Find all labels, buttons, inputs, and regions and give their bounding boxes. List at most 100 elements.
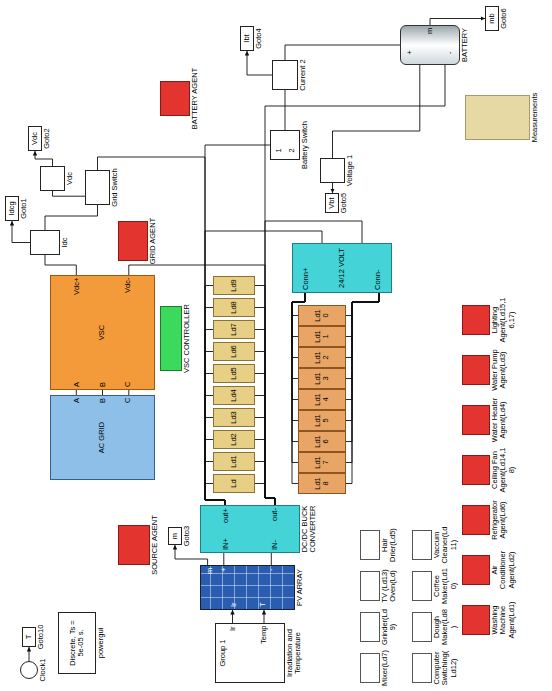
load-block: Ld14 <box>298 389 346 410</box>
label-group: Coffee Maker(Ld10) <box>433 567 458 605</box>
agent-subsystem: Ceiling Fan Agent(Ld14,18) <box>462 455 490 485</box>
label-group: Goto1 <box>20 198 28 218</box>
label-group: Idc <box>61 237 69 247</box>
simulink-block: VbtGoto5 <box>325 193 339 213</box>
appliance-box: Hair Drier(Ld5) <box>360 530 380 560</box>
wire <box>346 293 379 379</box>
load-block: Ld7 <box>213 320 255 339</box>
load-block: Ld12 <box>298 347 346 368</box>
block-title: T <box>25 635 33 640</box>
wire <box>333 65 420 158</box>
wire <box>346 293 379 442</box>
wire <box>285 90 286 130</box>
agent-subsystem: SOURCE AGENT <box>118 525 150 565</box>
block-title: Idcg <box>8 201 16 215</box>
block-title: Ld5 <box>230 367 238 380</box>
block-label: Idc <box>61 237 69 247</box>
load-block: Ld18 <box>298 473 346 494</box>
battery-block: BATTERYm+- <box>400 25 460 65</box>
block-title: Ld <box>230 479 238 487</box>
wire <box>346 293 379 400</box>
block-label: Water Pump Agent(Ld3) <box>491 346 508 394</box>
block-label: VSC CONTROLLER <box>183 304 191 373</box>
wire <box>346 293 379 358</box>
block-title: 24/12 VOLT <box>338 248 346 288</box>
block-label: Washing Machine Agent(Ld1) <box>491 596 516 644</box>
agent-subsystem: Air Conditioner Agent(Ld2) <box>462 555 490 585</box>
block-label: Irradiation and Temperature <box>286 622 303 684</box>
block-title: Vdc <box>31 132 39 145</box>
wire <box>205 145 270 505</box>
block-label: BATTERY AGENT <box>191 68 199 129</box>
block-title: Vbt <box>328 197 336 208</box>
pv-array-block: PV ARRAYIrTm+- <box>200 565 295 610</box>
block-label: Dough Maker(Ld8) <box>433 608 458 646</box>
label-group: Goto10 <box>37 625 45 650</box>
agent-subsystem: Lighting Agent(Ld15,16,17) <box>462 305 490 335</box>
block-label: Water Heater Agent(Ld4) <box>491 396 508 444</box>
port-label: B <box>99 382 107 387</box>
block-label: Hair Drier(Ld5) <box>381 526 398 564</box>
wire <box>346 293 379 337</box>
block-label: Vaccum Cleaner(Ld11) <box>433 526 458 564</box>
grid-source-block: AC GRIDABC <box>50 395 155 480</box>
label-group: powergui <box>97 628 105 658</box>
label-group: GRID AGENT <box>149 218 157 264</box>
wire <box>53 191 86 196</box>
port-label: Vdc+ <box>73 278 81 295</box>
wire <box>346 293 379 484</box>
port-label: Conn+ <box>302 268 310 290</box>
load-block: Ld17 <box>298 452 346 473</box>
wire <box>205 440 225 506</box>
port-label: Vdc- <box>124 278 132 293</box>
label-group: Ceiling Fan Agent(Ld14,18) <box>491 446 516 494</box>
port-label: - <box>267 569 275 572</box>
port-label: m <box>426 28 434 34</box>
port-label: C <box>124 398 132 403</box>
load-block: Ld4 <box>213 386 255 405</box>
clock-block: Clock1 <box>20 661 38 679</box>
port-label: A <box>73 382 81 387</box>
label-group: Goto6 <box>500 8 508 28</box>
block-label: PV ARRAY <box>296 569 304 606</box>
signal-line <box>332 183 333 193</box>
simulink-block: mbGoto6 <box>485 6 499 31</box>
port-label: Ir <box>230 602 238 607</box>
label-group: Computer Switching(Ld12) <box>433 649 458 687</box>
simulink-block: mGoto3 <box>168 527 182 545</box>
block-title: Ld17 <box>314 455 331 470</box>
label-group: Grinder(Ld9) <box>381 608 398 646</box>
load-block: Ld15 <box>298 410 346 431</box>
label-group: Irradiation and Temperature <box>286 622 303 684</box>
signal-line <box>247 51 272 75</box>
block-title: Ld6 <box>230 345 238 358</box>
label-group: Clock1 <box>39 659 47 682</box>
load-block: Ld5 <box>213 364 255 383</box>
label-group: Water Pump Agent(Ld3) <box>491 346 508 394</box>
wire <box>223 553 224 565</box>
label-group: Goto5 <box>340 193 348 213</box>
block-label: GRID AGENT <box>149 218 157 264</box>
appliance-box: Vaccum Cleaner(Ld11) <box>412 530 432 560</box>
controller-block: VSC CONTROLLER <box>160 306 182 371</box>
wire <box>346 293 379 316</box>
port-label: IN+ <box>222 538 230 550</box>
block-title: VSC <box>98 325 106 340</box>
block-label: Goto6 <box>500 8 508 28</box>
port-label: T <box>259 602 267 607</box>
wire <box>255 286 275 506</box>
wire <box>346 293 379 463</box>
simulink-block: VdcGoto2 <box>28 126 42 151</box>
signal-line <box>12 221 30 243</box>
block-title: Ld12 <box>314 350 331 365</box>
load-block: Ld9 <box>213 276 255 295</box>
block-label: Goto2 <box>43 128 51 148</box>
block-title: m <box>171 533 179 539</box>
block-label: BATTERY <box>461 28 469 62</box>
block-title: Ld1 <box>230 455 238 468</box>
block-label: SOURCE AGENT <box>151 515 159 575</box>
simulink-block: IdcgGoto1 <box>5 196 19 221</box>
block-title: Ld11 <box>314 329 331 344</box>
block-label: Refrigerator Agent(Ld6) <box>491 496 508 544</box>
signal-line <box>35 151 53 166</box>
